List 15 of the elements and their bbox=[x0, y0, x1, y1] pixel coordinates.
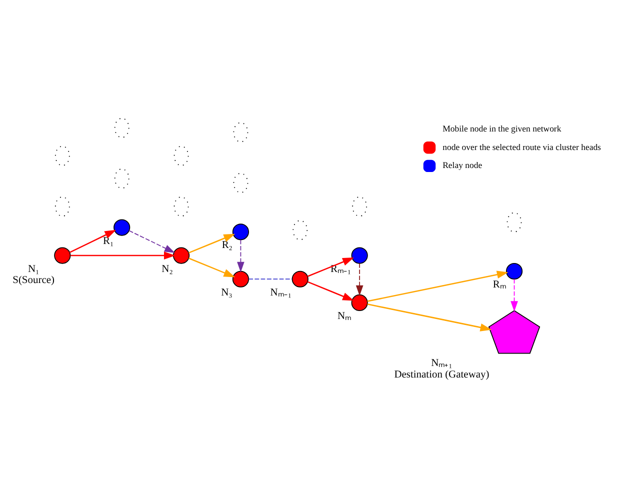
legend-label: Relay node bbox=[442, 160, 482, 170]
node-label: Nₘ₊₁ bbox=[431, 358, 452, 369]
node-label: S(Source) bbox=[12, 274, 55, 286]
node-label: Rₘ bbox=[492, 279, 506, 290]
node-label: N₁ bbox=[28, 263, 40, 274]
node-label: R₁ bbox=[102, 235, 114, 246]
node-label: R₂ bbox=[222, 240, 232, 251]
node-label: Destination (Gateway) bbox=[394, 369, 490, 380]
node-label: N₃ bbox=[221, 286, 232, 298]
legend-label: node over the selected route via cluster heads bbox=[442, 141, 601, 152]
legend-label: Mobile node in the given network bbox=[442, 122, 562, 133]
node-label: N₂ bbox=[162, 263, 173, 274]
node-label: Rₘ₋₁ bbox=[330, 263, 352, 274]
node-label: Nₘ bbox=[338, 310, 352, 322]
node-label: Nₘ₋₁ bbox=[270, 286, 292, 298]
